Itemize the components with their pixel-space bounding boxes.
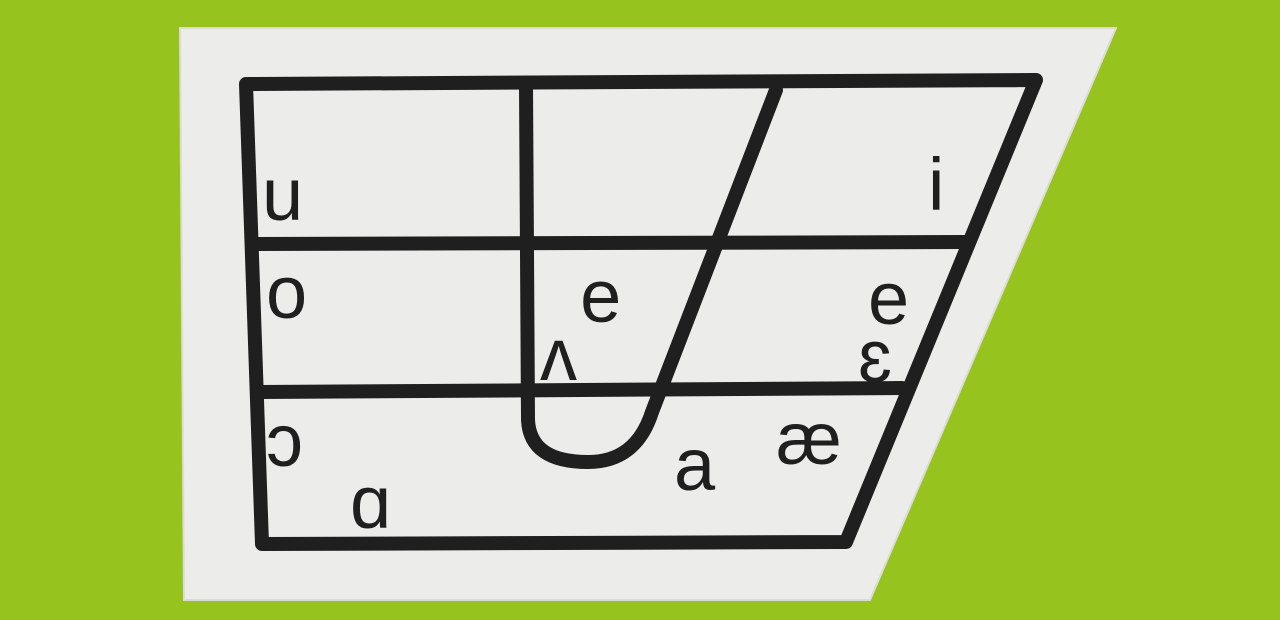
vowel-e: e xyxy=(868,257,910,340)
vowel-wedge: ʌ xyxy=(540,313,577,396)
vowel-ae: æ xyxy=(776,397,842,480)
vowel-schwa: ə xyxy=(580,266,622,349)
vowel-o: o xyxy=(266,251,308,334)
close-mid-divider xyxy=(245,235,971,251)
vowel-open-e: ɛ xyxy=(858,315,892,398)
vowel-alpha: ɑ xyxy=(350,461,392,544)
central-u-curve xyxy=(519,79,783,469)
open-mid-divider xyxy=(251,381,909,399)
vowel-i: i xyxy=(928,143,945,226)
vowel-open-o: ɔ xyxy=(266,399,303,482)
vowel-u: u xyxy=(262,153,304,236)
vowel-a: a xyxy=(674,423,716,506)
